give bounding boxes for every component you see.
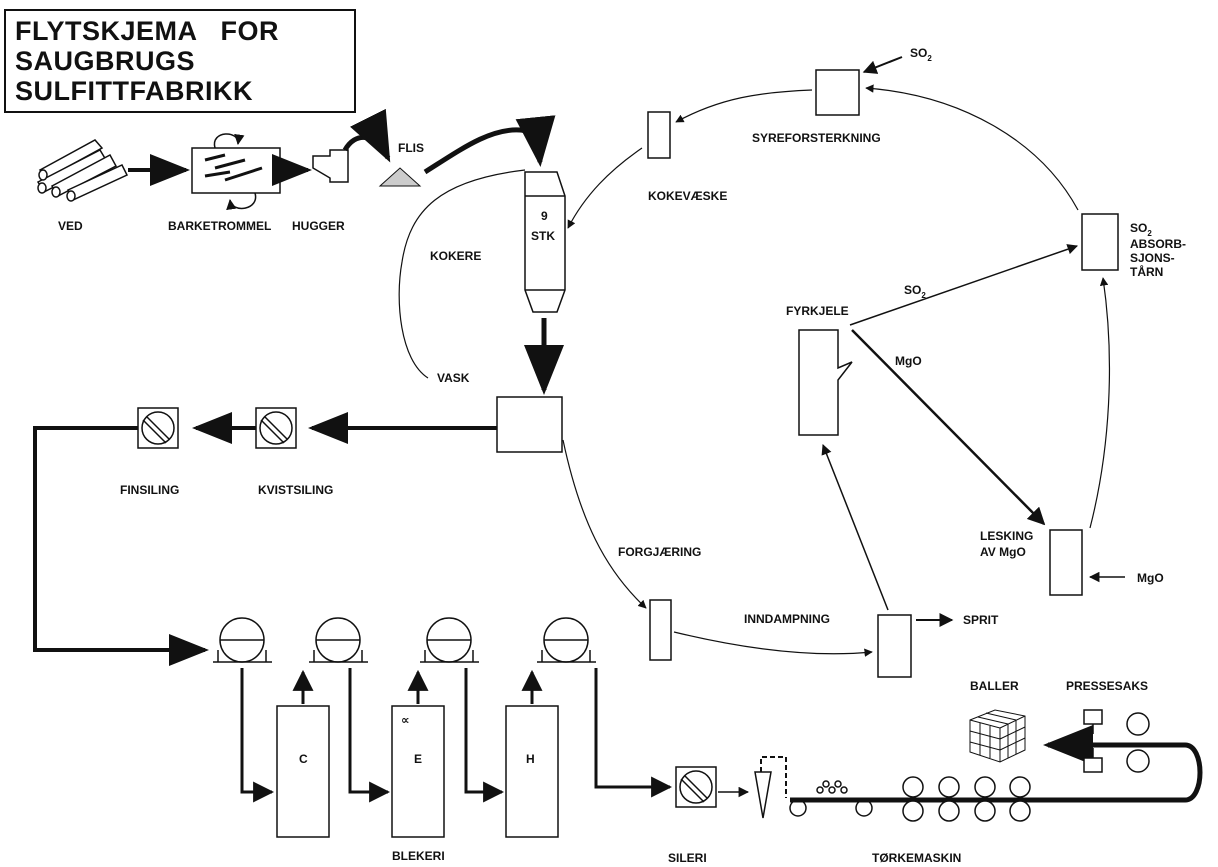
label-flis: FLIS xyxy=(398,141,424,155)
label-mgo-arrow: MgO xyxy=(895,354,922,368)
arrow-absorb-syre xyxy=(865,84,1079,211)
kvistsiling-screen xyxy=(255,407,297,449)
label-so2-absorb-4: TÅRN xyxy=(1130,264,1163,279)
label-so2-absorb-2: ABSORB- xyxy=(1130,237,1186,251)
headbox-icon xyxy=(754,771,772,819)
label-syreforsterkning: SYREFORSTERKNING xyxy=(752,131,881,145)
label-bleach-c: C xyxy=(299,752,308,766)
washer-box xyxy=(496,396,563,453)
label-so2-arrow: SO2 xyxy=(904,283,926,300)
bleach-tower-e xyxy=(391,705,445,838)
label-barketrommel: BARKETROMMEL xyxy=(168,219,271,233)
drying-machine xyxy=(789,776,1031,822)
label-ved: VED xyxy=(58,219,83,233)
label-pressesaks: PRESSESAKS xyxy=(1066,679,1148,693)
bleach-tower-h xyxy=(505,705,559,838)
bleach-tank-2 xyxy=(309,617,368,663)
arrow-syre-kokevaeske xyxy=(675,89,813,123)
label-lesking-1: LESKING xyxy=(980,529,1033,543)
arrow-hugger-flis xyxy=(342,108,391,163)
vask-return-line xyxy=(398,169,526,379)
title-block: FLYTSKJEMA FOR SAUGBRUGS SULFITTFABRIKK xyxy=(4,9,356,113)
arrow-washer-forgjaering xyxy=(562,439,647,609)
label-so2-input: SO2 xyxy=(910,46,932,63)
bleach-tank-4 xyxy=(537,617,596,663)
bleach-tower-c xyxy=(276,705,330,838)
arrow-kokevaeske-kokere xyxy=(567,147,643,229)
title-line-1: FLYTSKJEMA FOR xyxy=(15,16,279,46)
label-kokevaeske: KOKEVÆSKE xyxy=(648,189,727,203)
arrow-lesking-absorb xyxy=(1089,277,1111,529)
label-sileri: SILERI xyxy=(668,851,707,865)
label-so2-absorb-1: SO2 xyxy=(1130,221,1152,238)
label-sprit: SPRIT xyxy=(963,613,999,627)
label-baller: BALLER xyxy=(970,679,1019,693)
label-finsiling: FINSILING xyxy=(120,483,179,497)
label-kokere: KOKERE xyxy=(430,249,481,263)
arrow-finsiling-bleach xyxy=(33,426,209,666)
label-bleach-e-mark: ∝ xyxy=(401,713,410,727)
label-fyrkjele: FYRKJELE xyxy=(786,304,849,318)
arrow-so2-input xyxy=(862,56,903,74)
bleach-tank-3 xyxy=(420,617,479,663)
headbox-pipe xyxy=(760,756,787,798)
arrow-fyrkjele-lesking xyxy=(851,329,1046,526)
fyrkjele-boiler xyxy=(798,329,853,436)
sileri-screen xyxy=(675,766,717,808)
arrow-forgjaering-inndampning xyxy=(673,631,873,657)
arrow-flis-kokere xyxy=(423,115,556,175)
finsiling-screen xyxy=(137,407,179,449)
kokevaeske-box xyxy=(647,111,671,159)
label-forgjaering: FORGJÆRING xyxy=(618,545,701,559)
baller-icon xyxy=(969,709,1026,763)
label-kvistsiling: KVISTSILING xyxy=(258,483,333,497)
barketrommel-icon xyxy=(191,133,281,211)
title-line-3: SULFITTFABRIKK xyxy=(15,76,253,106)
label-bleach-h: H xyxy=(526,752,535,766)
so2-absorb-tower xyxy=(1081,213,1119,271)
label-mgo-input: MgO xyxy=(1137,571,1164,585)
forgjaering-box xyxy=(649,599,672,661)
inndampning-box xyxy=(877,614,912,678)
kokere-vessel xyxy=(524,171,566,313)
bleach-tank-1 xyxy=(213,617,272,663)
hugger-icon xyxy=(312,149,349,183)
lesking-box xyxy=(1049,529,1083,596)
arrow-fyrkjele-absorb xyxy=(849,244,1078,326)
bleach-tanks xyxy=(213,617,596,663)
arrow-inndampning-fyrkjele xyxy=(821,444,889,611)
title-line-2: SAUGBRUGS xyxy=(15,46,195,76)
label-lesking-2: AV MgO xyxy=(980,545,1026,559)
kokere-count-number: 9 xyxy=(541,209,548,223)
label-bleach-e: E xyxy=(414,752,422,766)
chip-pile-icon xyxy=(378,167,422,187)
label-vask: VASK xyxy=(437,371,470,385)
pressesaks-icon xyxy=(1083,709,1150,773)
syreforsterkning-box xyxy=(815,69,860,116)
bleach-piping xyxy=(240,668,673,803)
label-torkemaskin: TØRKEMASKIN xyxy=(872,851,961,865)
label-blekeri: BLEKERI xyxy=(392,849,445,863)
sheet-path xyxy=(1030,725,1203,803)
label-so2-absorb-3: SJONS- xyxy=(1130,251,1175,265)
label-hugger: HUGGER xyxy=(292,219,345,233)
logs-icon xyxy=(36,139,129,202)
kokere-count-unit: STK xyxy=(531,229,555,243)
label-inndampning: INNDAMPNING xyxy=(744,612,830,626)
